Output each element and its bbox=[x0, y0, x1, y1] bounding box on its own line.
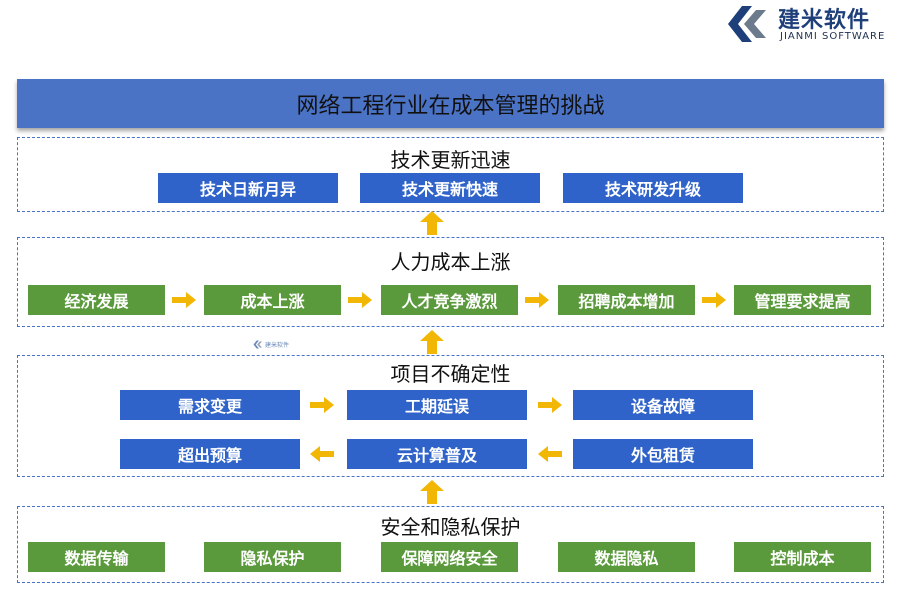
section-title: 人力成本上涨 bbox=[390, 250, 511, 274]
uncertainty-box: 需求变更 bbox=[120, 390, 300, 420]
section-security-privacy: 安全和隐私保护 bbox=[17, 506, 884, 583]
watermark-logo-icon bbox=[253, 340, 263, 349]
left-arrow-icon bbox=[310, 446, 334, 462]
right-arrow-icon bbox=[525, 292, 549, 308]
uncertainty-box: 超出预算 bbox=[120, 439, 300, 469]
uncertainty-box: 设备故障 bbox=[573, 390, 753, 420]
uncertainty-box: 外包租赁 bbox=[573, 439, 753, 469]
security-box: 数据传输 bbox=[28, 542, 165, 572]
section-uncertainty: 项目不确定性 bbox=[17, 355, 884, 477]
title-bar: 网络工程行业在成本管理的挑战 bbox=[17, 79, 884, 128]
labor-box: 成本上涨 bbox=[204, 285, 341, 315]
up-arrow-icon bbox=[420, 480, 444, 504]
tech-box: 技术日新月异 bbox=[158, 173, 338, 203]
watermark: 建米软件 bbox=[253, 340, 289, 349]
watermark-text: 建米软件 bbox=[265, 342, 290, 349]
brand-name-cn: 建米软件 bbox=[778, 8, 871, 33]
labor-box: 经济发展 bbox=[28, 285, 165, 315]
right-arrow-icon bbox=[172, 292, 196, 308]
section-title: 项目不确定性 bbox=[390, 362, 511, 386]
right-arrow-icon bbox=[348, 292, 372, 308]
up-arrow-icon bbox=[420, 330, 444, 354]
page-title: 网络工程行业在成本管理的挑战 bbox=[296, 93, 605, 119]
labor-box: 管理要求提高 bbox=[734, 285, 871, 315]
brand-logo: 建米软件 JIANMI SOFTWARE bbox=[726, 0, 900, 48]
section-labor-cost: 人力成本上涨 bbox=[17, 237, 884, 327]
left-arrow-icon bbox=[538, 446, 562, 462]
right-arrow-icon bbox=[538, 397, 562, 413]
security-box: 保障网络安全 bbox=[381, 542, 518, 572]
uncertainty-box: 工期延误 bbox=[347, 390, 527, 420]
security-box: 控制成本 bbox=[734, 542, 871, 572]
up-arrow-icon bbox=[420, 211, 444, 235]
section-tech-update: 技术更新迅速 bbox=[17, 137, 884, 212]
section-title: 安全和隐私保护 bbox=[380, 515, 521, 539]
security-box: 数据隐私 bbox=[558, 542, 695, 572]
labor-box: 人才竞争激烈 bbox=[381, 285, 518, 315]
labor-box: 招聘成本增加 bbox=[558, 285, 695, 315]
right-arrow-icon bbox=[310, 397, 334, 413]
uncertainty-box: 云计算普及 bbox=[347, 439, 527, 469]
security-box: 隐私保护 bbox=[204, 542, 341, 572]
brand-logo-icon bbox=[728, 6, 766, 42]
tech-box: 技术更新快速 bbox=[360, 173, 540, 203]
section-title: 技术更新迅速 bbox=[390, 148, 511, 172]
brand-name-en: JIANMI SOFTWARE bbox=[780, 31, 886, 42]
right-arrow-icon bbox=[702, 292, 726, 308]
tech-box: 技术研发升级 bbox=[563, 173, 743, 203]
